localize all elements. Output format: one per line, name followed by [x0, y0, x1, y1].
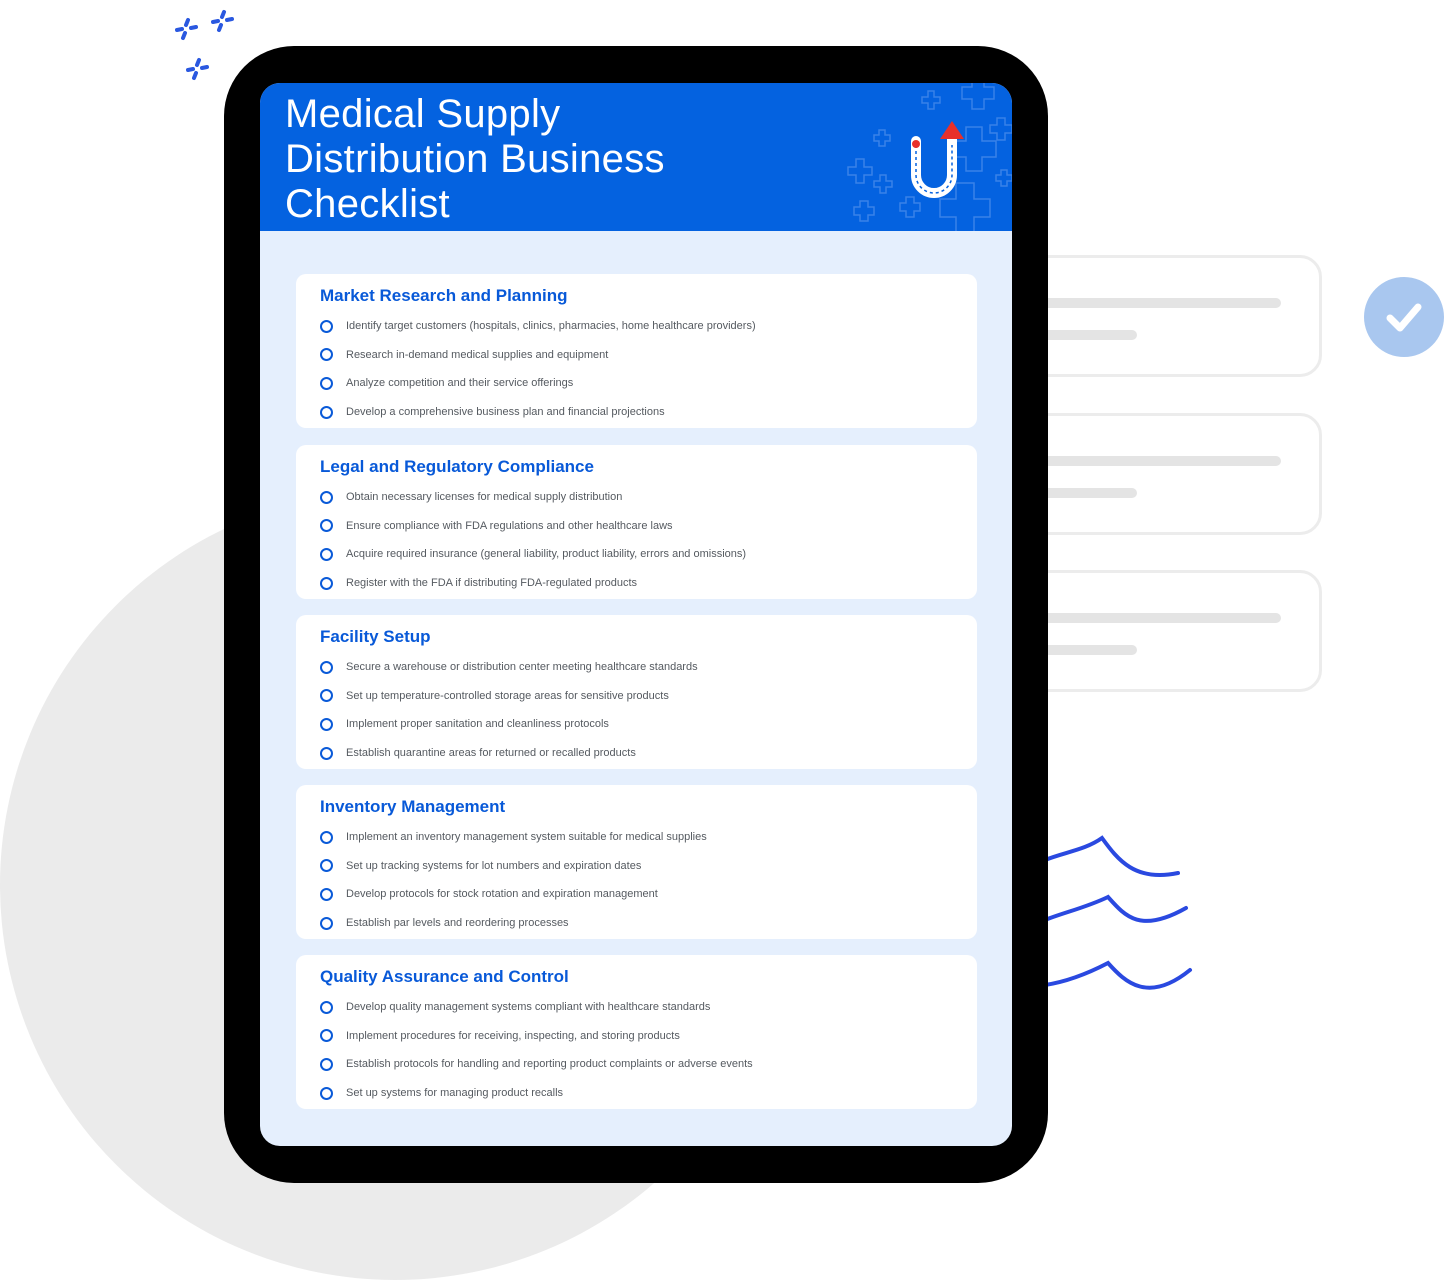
checkbox-circle-icon[interactable] [320, 887, 333, 901]
checklist-item-label: Establish protocols for handling and rep… [346, 1058, 753, 1071]
checklist-item[interactable]: Establish par levels and reordering proc… [320, 909, 707, 938]
checklist-item-label: Implement procedures for receiving, insp… [346, 1029, 680, 1042]
checklist-item-label: Establish par levels and reordering proc… [346, 917, 569, 930]
checkbox-circle-icon[interactable] [320, 1000, 333, 1014]
checkbox-circle-icon[interactable] [320, 490, 333, 504]
checkmark-icon [1386, 303, 1422, 332]
checklist-item[interactable]: Establish quarantine areas for returned … [320, 739, 698, 768]
checkbox-circle-icon[interactable] [320, 717, 333, 731]
checkbox-circle-icon[interactable] [320, 746, 333, 760]
placeholder-line [1043, 613, 1281, 623]
checklist-item-label: Acquire required insurance (general liab… [346, 548, 747, 561]
checklist-item[interactable]: Identify target customers (hospitals, cl… [320, 312, 756, 341]
sparkle-decoration-icon [175, 10, 234, 80]
section-legal-compliance: Legal and Regulatory Compliance Obtain n… [296, 445, 977, 599]
checklist: Identify target customers (hospitals, cl… [320, 312, 756, 426]
checklist-item[interactable]: Implement procedures for receiving, insp… [320, 1022, 753, 1051]
section-heading: Market Research and Planning [320, 286, 568, 305]
checklist-item-label: Set up systems for managing product reca… [346, 1087, 564, 1100]
placeholder-line [1043, 330, 1137, 340]
checklist-item[interactable]: Implement an inventory management system… [320, 823, 707, 852]
checkbox-circle-icon[interactable] [320, 547, 333, 561]
checklist-item[interactable]: Develop quality management systems compl… [320, 993, 753, 1022]
checklist-item-label: Research in-demand medical supplies and … [346, 348, 609, 361]
check-badge [1364, 277, 1444, 357]
checklist-item-label: Set up temperature-controlled storage ar… [346, 689, 669, 702]
checklist-item[interactable]: Establish protocols for handling and rep… [320, 1050, 753, 1079]
checklist-item-label: Set up tracking systems for lot numbers … [346, 859, 642, 872]
checkbox-circle-icon[interactable] [320, 660, 333, 674]
checkbox-circle-icon[interactable] [320, 859, 333, 873]
wave-decoration-icon [1043, 835, 1192, 990]
checklist: Implement an inventory management system… [320, 823, 707, 937]
tablet-screen: Medical Supply Distribution Business Che… [260, 83, 1012, 1146]
tablet-frame: Medical Supply Distribution Business Che… [224, 46, 1048, 1183]
section-inventory-management: Inventory Management Implement an invent… [296, 785, 977, 939]
checklist-item[interactable]: Set up temperature-controlled storage ar… [320, 682, 698, 711]
checkbox-circle-icon[interactable] [320, 519, 333, 533]
checklist-item-label: Implement proper sanitation and cleanlin… [346, 718, 609, 731]
placeholder-card-1 [1000, 255, 1322, 377]
section-heading: Facility Setup [320, 627, 431, 646]
checklist-item-label: Analyze competition and their service of… [346, 377, 574, 390]
checklist: Secure a warehouse or distribution cente… [320, 653, 698, 767]
placeholder-card-2 [1000, 413, 1322, 535]
checklist-item[interactable]: Analyze competition and their service of… [320, 369, 756, 398]
placeholder-line [1043, 488, 1137, 498]
checklist-item[interactable]: Acquire required insurance (general liab… [320, 540, 746, 569]
checkbox-circle-icon[interactable] [320, 405, 333, 419]
checklist-item-label: Identify target customers (hospitals, cl… [346, 320, 756, 333]
checklist-item[interactable]: Ensure compliance with FDA regulations a… [320, 512, 746, 541]
checklist-item-label: Develop quality management systems compl… [346, 1001, 711, 1014]
checklist-item-label: Ensure compliance with FDA regulations a… [346, 519, 673, 532]
checkbox-circle-icon[interactable] [320, 319, 333, 333]
placeholder-card-3 [1000, 570, 1322, 692]
checklist-item-label: Develop a comprehensive business plan an… [346, 406, 665, 419]
document-header: Medical Supply Distribution Business Che… [260, 83, 1012, 231]
checklist-item[interactable]: Develop protocols for stock rotation and… [320, 880, 707, 909]
checklist-item[interactable]: Set up tracking systems for lot numbers … [320, 852, 707, 881]
checkbox-circle-icon[interactable] [320, 376, 333, 390]
section-quality-assurance: Quality Assurance and Control Develop qu… [296, 955, 977, 1109]
checklist-item-label: Register with the FDA if distributing FD… [346, 577, 638, 590]
section-facility-setup: Facility Setup Secure a warehouse or dis… [296, 615, 977, 769]
checklist-item[interactable]: Develop a comprehensive business plan an… [320, 398, 756, 427]
checkbox-circle-icon[interactable] [320, 576, 333, 590]
checklist-item[interactable]: Register with the FDA if distributing FD… [320, 569, 746, 598]
section-market-research: Market Research and Planning Identify ta… [296, 274, 977, 428]
checklist-item-label: Establish quarantine areas for returned … [346, 747, 636, 760]
checkbox-circle-icon[interactable] [320, 1057, 333, 1071]
checklist-item-label: Secure a warehouse or distribution cente… [346, 661, 698, 674]
checklist-item[interactable]: Implement proper sanitation and cleanlin… [320, 710, 698, 739]
placeholder-line [1043, 298, 1281, 308]
checkbox-circle-icon[interactable] [320, 1086, 333, 1100]
checklist-item-label: Obtain necessary licenses for medical su… [346, 491, 623, 504]
section-heading: Inventory Management [320, 797, 506, 816]
checkbox-circle-icon[interactable] [320, 830, 333, 844]
logo-icon [847, 83, 1012, 231]
checklist-item[interactable]: Obtain necessary licenses for medical su… [320, 483, 746, 512]
checkbox-circle-icon[interactable] [320, 916, 333, 930]
checklist: Develop quality management systems compl… [320, 993, 753, 1107]
checklist-item-label: Implement an inventory management system… [346, 831, 707, 844]
placeholder-line [1043, 645, 1137, 655]
checklist-item[interactable]: Set up systems for managing product reca… [320, 1079, 753, 1108]
checkbox-circle-icon[interactable] [320, 1029, 333, 1043]
section-heading: Legal and Regulatory Compliance [320, 457, 594, 476]
checklist-item-label: Develop protocols for stock rotation and… [346, 888, 658, 901]
checklist-item[interactable]: Research in-demand medical supplies and … [320, 341, 756, 370]
checkbox-circle-icon[interactable] [320, 348, 333, 362]
checklist: Obtain necessary licenses for medical su… [320, 483, 746, 597]
checkbox-circle-icon[interactable] [320, 689, 333, 703]
checklist-item[interactable]: Secure a warehouse or distribution cente… [320, 653, 698, 682]
section-heading: Quality Assurance and Control [320, 967, 569, 986]
placeholder-line [1043, 456, 1281, 466]
page-title: Medical Supply Distribution Business Che… [285, 92, 665, 226]
